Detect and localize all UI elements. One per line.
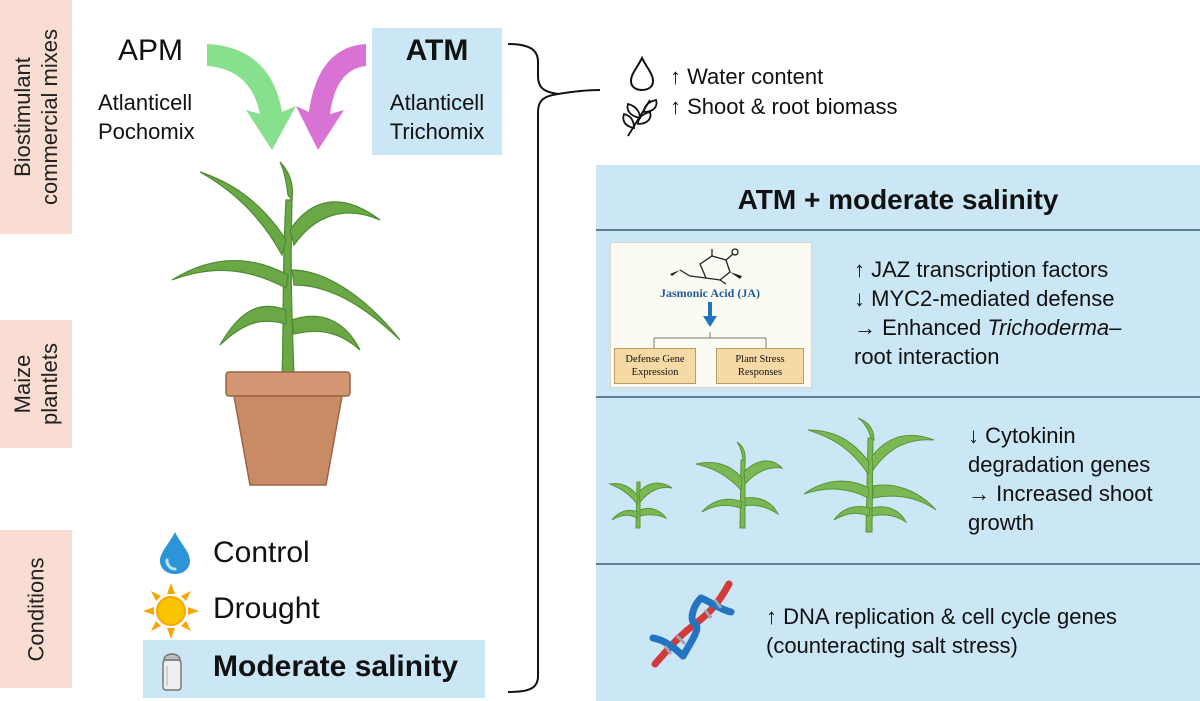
- seedling-large: [803, 417, 937, 533]
- plant-leaf: [289, 201, 381, 247]
- side-label-maize: Maize plantlets: [0, 320, 72, 448]
- panel-divider: [596, 563, 1200, 565]
- water-drop-icon: [160, 532, 190, 574]
- plant-pot: [225, 371, 351, 486]
- apm-description: Atlanticell Pochomix: [98, 90, 195, 144]
- effect-root-interaction: root interaction: [854, 344, 1000, 369]
- ja-stress-response-box: Plant Stress Responses: [716, 348, 804, 384]
- jasmonic-acid-structure-icon: [670, 248, 742, 285]
- panel-divider: [596, 396, 1200, 398]
- effect-water-content: ↑ Water content: [670, 64, 824, 89]
- side-label-maize-text: Maize plantlets: [10, 343, 63, 425]
- dna-helix-icon: [649, 580, 735, 668]
- salinity-highlight: [143, 640, 485, 698]
- side-label-conditions: Conditions: [0, 530, 72, 688]
- effect-cytokinin: ↓ Cytokinin degradation genes → Increase…: [968, 423, 1153, 535]
- plant-leaf: [279, 161, 294, 202]
- maize-plant-illustration: [171, 161, 401, 486]
- atm-description: Atlanticell Trichomix: [389, 90, 485, 144]
- apm-arrow: [207, 44, 296, 150]
- condition-control: Control: [213, 536, 310, 569]
- leaf-sprig-icon: [622, 98, 658, 137]
- atm-arrow: [296, 44, 366, 150]
- plant-leaf: [199, 171, 287, 257]
- ja-flow-connector: [653, 302, 767, 348]
- effect-trichoderma-prefix: → Enhanced: [854, 315, 988, 340]
- condition-moderate-salinity: Moderate salinity: [213, 650, 459, 683]
- ja-defense-gene-box: Defense Gene Expression: [614, 348, 696, 384]
- condition-drought: Drought: [213, 592, 320, 625]
- atm-box: [372, 28, 502, 155]
- plant-leaf: [219, 305, 287, 346]
- grouping-bracket: [507, 43, 601, 693]
- effect-trichoderma-dash: –: [1109, 315, 1122, 340]
- effect-myc2: ↓ MYC2-mediated defense: [854, 286, 1115, 311]
- effect-biomass: ↑ Shoot & root biomass: [670, 94, 898, 119]
- panel-divider: [596, 229, 1200, 231]
- side-label-conditions-text: Conditions: [23, 557, 49, 661]
- side-label-biostimulant: Biostimulant commercial mixes: [0, 0, 72, 234]
- effect-dna-replication: ↑ DNA replication & cell cycle genes (co…: [766, 604, 1117, 658]
- plant-leaf: [291, 315, 361, 351]
- effect-trichoderma-genus: Trichoderma: [987, 315, 1110, 340]
- panel-title: ATM + moderate salinity: [737, 184, 1059, 215]
- plant-leaf: [291, 269, 401, 341]
- salt-shaker-icon: [162, 653, 182, 691]
- atm-title: ATM: [405, 34, 469, 67]
- effect-jaz: ↑ JAZ transcription factors: [854, 257, 1109, 282]
- sun-icon: [143, 583, 199, 639]
- water-content-icon: [629, 56, 655, 92]
- effect-trichoderma: → Enhanced Trichoderma–: [854, 313, 1121, 342]
- product-arrows: [207, 44, 366, 150]
- apm-title: APM: [118, 34, 184, 67]
- plant-leaf: [171, 260, 289, 289]
- jasmonic-acid-label: Jasmonic Acid (JA): [660, 286, 760, 300]
- seedling-small: [608, 481, 673, 529]
- seedlings-growth-illustration: [608, 417, 937, 533]
- seedling-medium: [695, 441, 784, 529]
